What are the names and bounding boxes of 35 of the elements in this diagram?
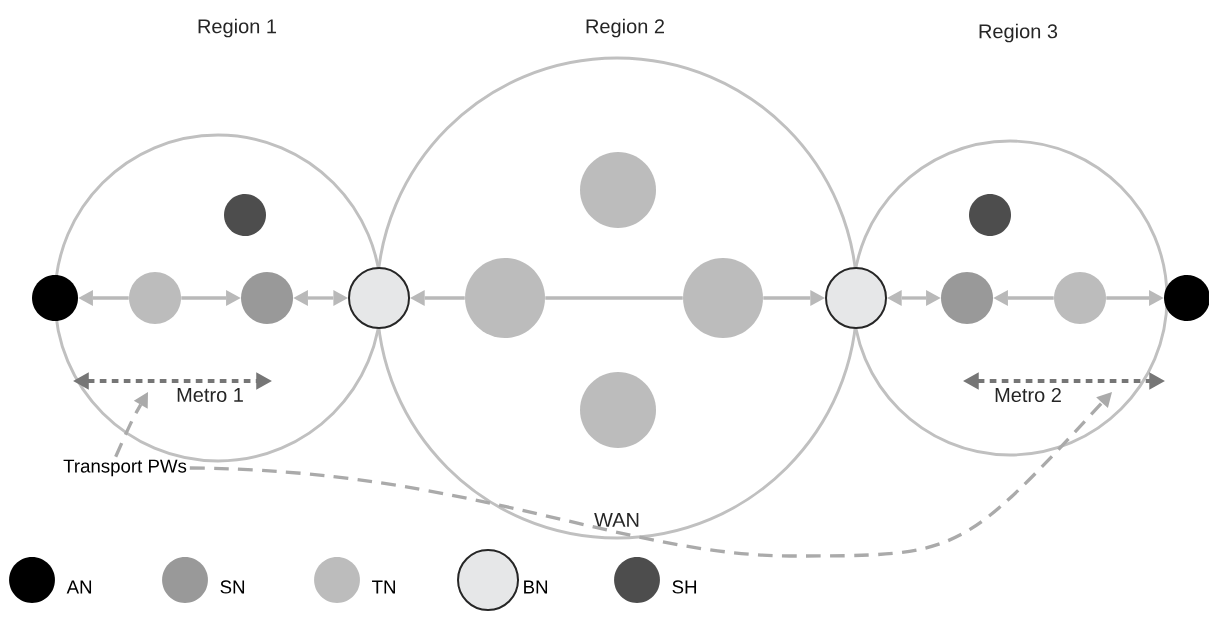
node-circle	[825, 267, 887, 329]
node-circle	[580, 372, 656, 448]
region-title: Region 3	[979, 23, 1058, 43]
arrow	[1106, 290, 1164, 306]
node-circle	[129, 272, 181, 324]
legend-label: SN	[220, 580, 244, 594]
node-circle	[683, 258, 763, 338]
arrow	[993, 290, 1054, 306]
arrow	[114, 391, 148, 458]
node-circle	[224, 194, 266, 236]
arrow	[293, 290, 348, 306]
arrow	[78, 290, 129, 306]
region-label: Metro 2	[995, 387, 1061, 403]
node-circle	[1054, 272, 1106, 324]
text-label: Transport PWs	[63, 459, 187, 477]
region-title: Region 1	[198, 18, 276, 38]
node-circle	[580, 152, 656, 228]
legend-label: AN	[66, 580, 92, 594]
region-label: Metro 1	[177, 388, 243, 402]
arrow	[181, 290, 241, 306]
legend-label: SH	[672, 580, 696, 594]
legend-label: BN	[524, 580, 547, 594]
node-circle	[969, 194, 1011, 236]
region-title: Region 2	[586, 18, 664, 38]
region-label: WAN	[594, 513, 639, 527]
legend-label: TN	[372, 580, 395, 594]
node-circle	[241, 272, 293, 324]
arrow	[887, 290, 941, 306]
node-circle	[32, 275, 78, 321]
arrow	[410, 290, 465, 306]
node-circle	[465, 258, 545, 338]
node-circle	[941, 272, 993, 324]
node-circle	[348, 267, 410, 329]
arrow	[189, 391, 1112, 558]
arrow	[763, 290, 825, 306]
